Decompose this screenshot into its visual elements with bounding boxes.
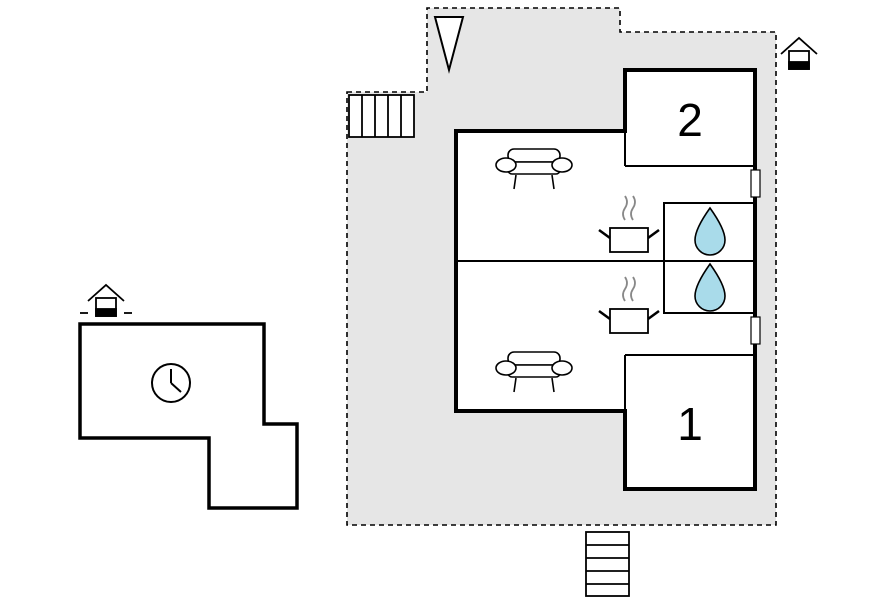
water-drop-icon [694, 206, 726, 256]
stairs-icon [585, 531, 630, 597]
window [750, 169, 761, 198]
sofa-icon [495, 351, 573, 393]
cooking-pot-icon [598, 276, 660, 334]
sofa-icon [495, 148, 573, 190]
water-drop-icon [694, 262, 726, 312]
house-entrance-icon [780, 36, 818, 70]
stairs-icon [348, 94, 415, 138]
triangle-marker-icon [433, 16, 465, 74]
room-number-1: 1 [677, 398, 703, 450]
house-entrance-icon [80, 283, 132, 317]
cooking-pot-icon [598, 195, 660, 253]
clock-icon [151, 363, 191, 403]
window [750, 316, 761, 345]
room-number-2: 2 [677, 94, 703, 146]
interior-walls [456, 131, 756, 411]
outbuilding [78, 322, 299, 510]
